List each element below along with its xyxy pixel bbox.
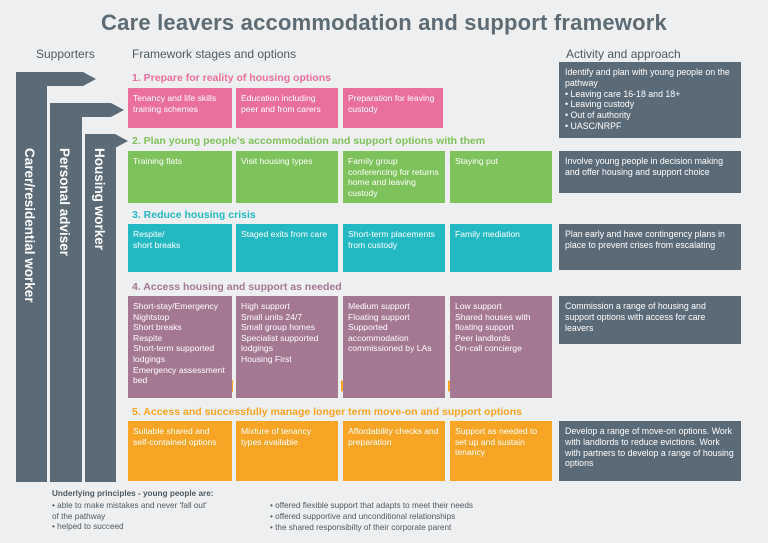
stage-1-box-3: Preparation for leaving custody <box>343 88 443 128</box>
stage-4-box-1: Short-stay/Emergency Nightstop Short bre… <box>128 296 232 398</box>
stage-1-box-1: Tenancy and life skills training schemes <box>128 88 232 128</box>
stage-5-box-2: Mixture of tenancy types available <box>236 421 338 481</box>
page-title: Care leavers accommodation and support f… <box>101 10 667 35</box>
stage-4-box-2: High support Small units 24/7 Small grou… <box>236 296 338 398</box>
stage-2-box-2: Visit housing types <box>236 151 338 203</box>
principle-right-2: • offered supportive and unconditional r… <box>270 512 456 521</box>
principle-right-1: • offered flexible support that adapts t… <box>270 501 473 510</box>
stage-2-box-1: Training flats <box>128 151 232 203</box>
stage-4-title: 4. Access housing and support as needed <box>132 281 342 293</box>
stage-3-activity: Plan early and have contingency plans in… <box>559 224 741 270</box>
stages-header: Framework stages and options <box>132 47 297 61</box>
stage-5-activity: Develop a range of move-on options. Work… <box>559 421 741 481</box>
supporter-bar-housing <box>85 134 128 482</box>
supporters-header: Supporters <box>36 47 95 61</box>
supporter-label-housing: Housing worker <box>92 148 107 251</box>
stage-2-title: 2. Plan young people's accommodation and… <box>132 135 486 147</box>
stage-3-box-3: Short-term placements from custody <box>343 224 445 272</box>
stage-3-title: 3. Reduce housing crisis <box>132 209 256 221</box>
stage-5-box-4: Support as needed to set up and sustain … <box>450 421 552 481</box>
stage-1-box-2: Education including peer and from carers <box>236 88 338 128</box>
stage-5-title: 5. Access and successfully manage longer… <box>132 406 522 418</box>
stage-1-title: 1. Prepare for reality of housing option… <box>132 72 331 84</box>
stage-2-box-3: Family group conferencing for returns ho… <box>343 151 445 203</box>
stage-5-box-3: Affordability checks and preparation <box>343 421 445 481</box>
stage-4-activity: Commission a range of housing and suppor… <box>559 296 741 344</box>
stage-2-box-4: Staying put <box>450 151 552 203</box>
stage-5-box-1: Suitable shared and self-contained optio… <box>128 421 232 481</box>
supporter-label-carer: Carer/residential worker <box>22 148 37 303</box>
supporter-label-adviser: Personal adviser <box>57 148 72 257</box>
stage-3-box-2: Staged exits from care <box>236 224 338 272</box>
principle-left-2: • helped to succeed <box>52 522 124 531</box>
stage-4-box-4: Low support Shared houses with floating … <box>450 296 552 398</box>
activity-header: Activity and approach <box>566 47 681 61</box>
principles-title: Underlying principles - young people are… <box>52 489 214 498</box>
stage-3-box-4: Family mediation <box>450 224 552 272</box>
supporter-bar-adviser <box>50 103 124 482</box>
principle-left-1: • able to make mistakes and never 'fall … <box>52 501 207 521</box>
principle-right-3: • the shared responsibilty of their corp… <box>270 523 452 532</box>
stage-3-box-1: Respite/ short breaks <box>128 224 232 272</box>
stage-4-box-3: Medium support Floating support Supporte… <box>343 296 445 398</box>
stage-1-activity: Identify and plan with young people on t… <box>559 62 741 138</box>
supporter-bar-carer <box>16 72 96 482</box>
stage-2-activity: Involve young people in decision making … <box>559 151 741 193</box>
